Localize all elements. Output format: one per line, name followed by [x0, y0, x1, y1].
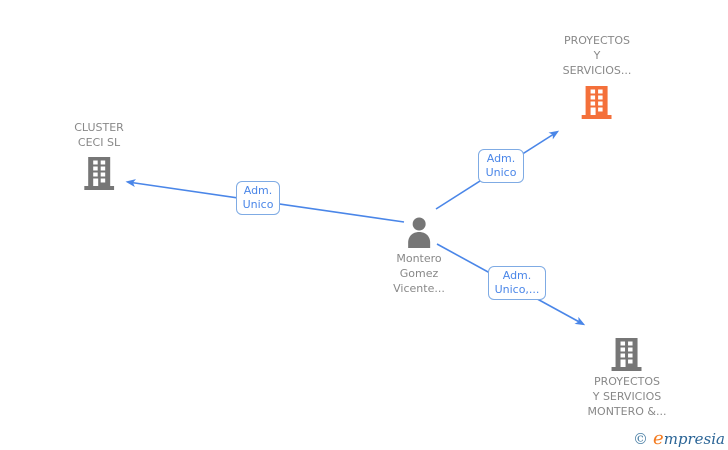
edge-label-line: Adm.: [486, 152, 516, 165]
person-icon: [404, 217, 434, 248]
company-name-line: PROYECTOS: [593, 375, 661, 388]
company-name-line: Y: [593, 49, 601, 62]
company-node-proyectos-montero[interactable]: PROYECTOS Y SERVICIOS MONTERO &...: [588, 338, 667, 419]
company-name-line: CLUSTER: [74, 121, 124, 134]
edge-label-adm-unico-top-right[interactable]: Adm. Unico: [478, 149, 524, 183]
edge-label-adm-unico-left[interactable]: Adm. Unico: [236, 181, 280, 215]
company-node-cluster-ceci[interactable]: CLUSTER CECI SL: [74, 120, 124, 190]
edge-label-line: Unico,...: [494, 283, 540, 296]
empresia-logo-text: mpresia: [663, 430, 725, 448]
building-icon: [582, 86, 612, 119]
company-name: CLUSTER CECI SL: [74, 120, 124, 150]
company-name: PROYECTOS Y SERVICIOS MONTERO &...: [588, 374, 667, 419]
copyright-symbol: ©: [633, 430, 649, 448]
empresia-logo-initial: e: [653, 428, 664, 449]
edge-label-adm-unico-bottom-right[interactable]: Adm. Unico,...: [488, 266, 546, 300]
company-name-line: PROYECTOS: [563, 34, 631, 47]
company-node-proyectos-servicios[interactable]: PROYECTOS Y SERVICIOS...: [563, 33, 632, 119]
building-icon: [83, 157, 114, 190]
company-name: PROYECTOS Y SERVICIOS...: [563, 33, 632, 78]
company-name-line: Y SERVICIOS: [592, 390, 662, 403]
person-node-montero-gomez[interactable]: Montero Gomez Vicente...: [393, 217, 445, 296]
person-name: Montero Gomez Vicente...: [393, 251, 445, 296]
building-icon: [611, 338, 642, 371]
edge-label-line: Adm.: [502, 269, 532, 282]
person-name-line: Vicente...: [393, 282, 445, 295]
edge-label-line: Unico: [485, 166, 517, 179]
company-name-line: MONTERO &...: [587, 405, 667, 418]
company-name-line: CECI SL: [77, 136, 121, 149]
person-name-line: Gomez: [399, 267, 439, 280]
empresia-logo[interactable]: ©empresia: [633, 428, 725, 449]
person-name-line: Montero: [396, 252, 442, 265]
edge-label-line: Unico: [242, 198, 274, 211]
company-name-line: SERVICIOS...: [562, 64, 632, 77]
edge-label-line: Adm.: [243, 184, 273, 197]
